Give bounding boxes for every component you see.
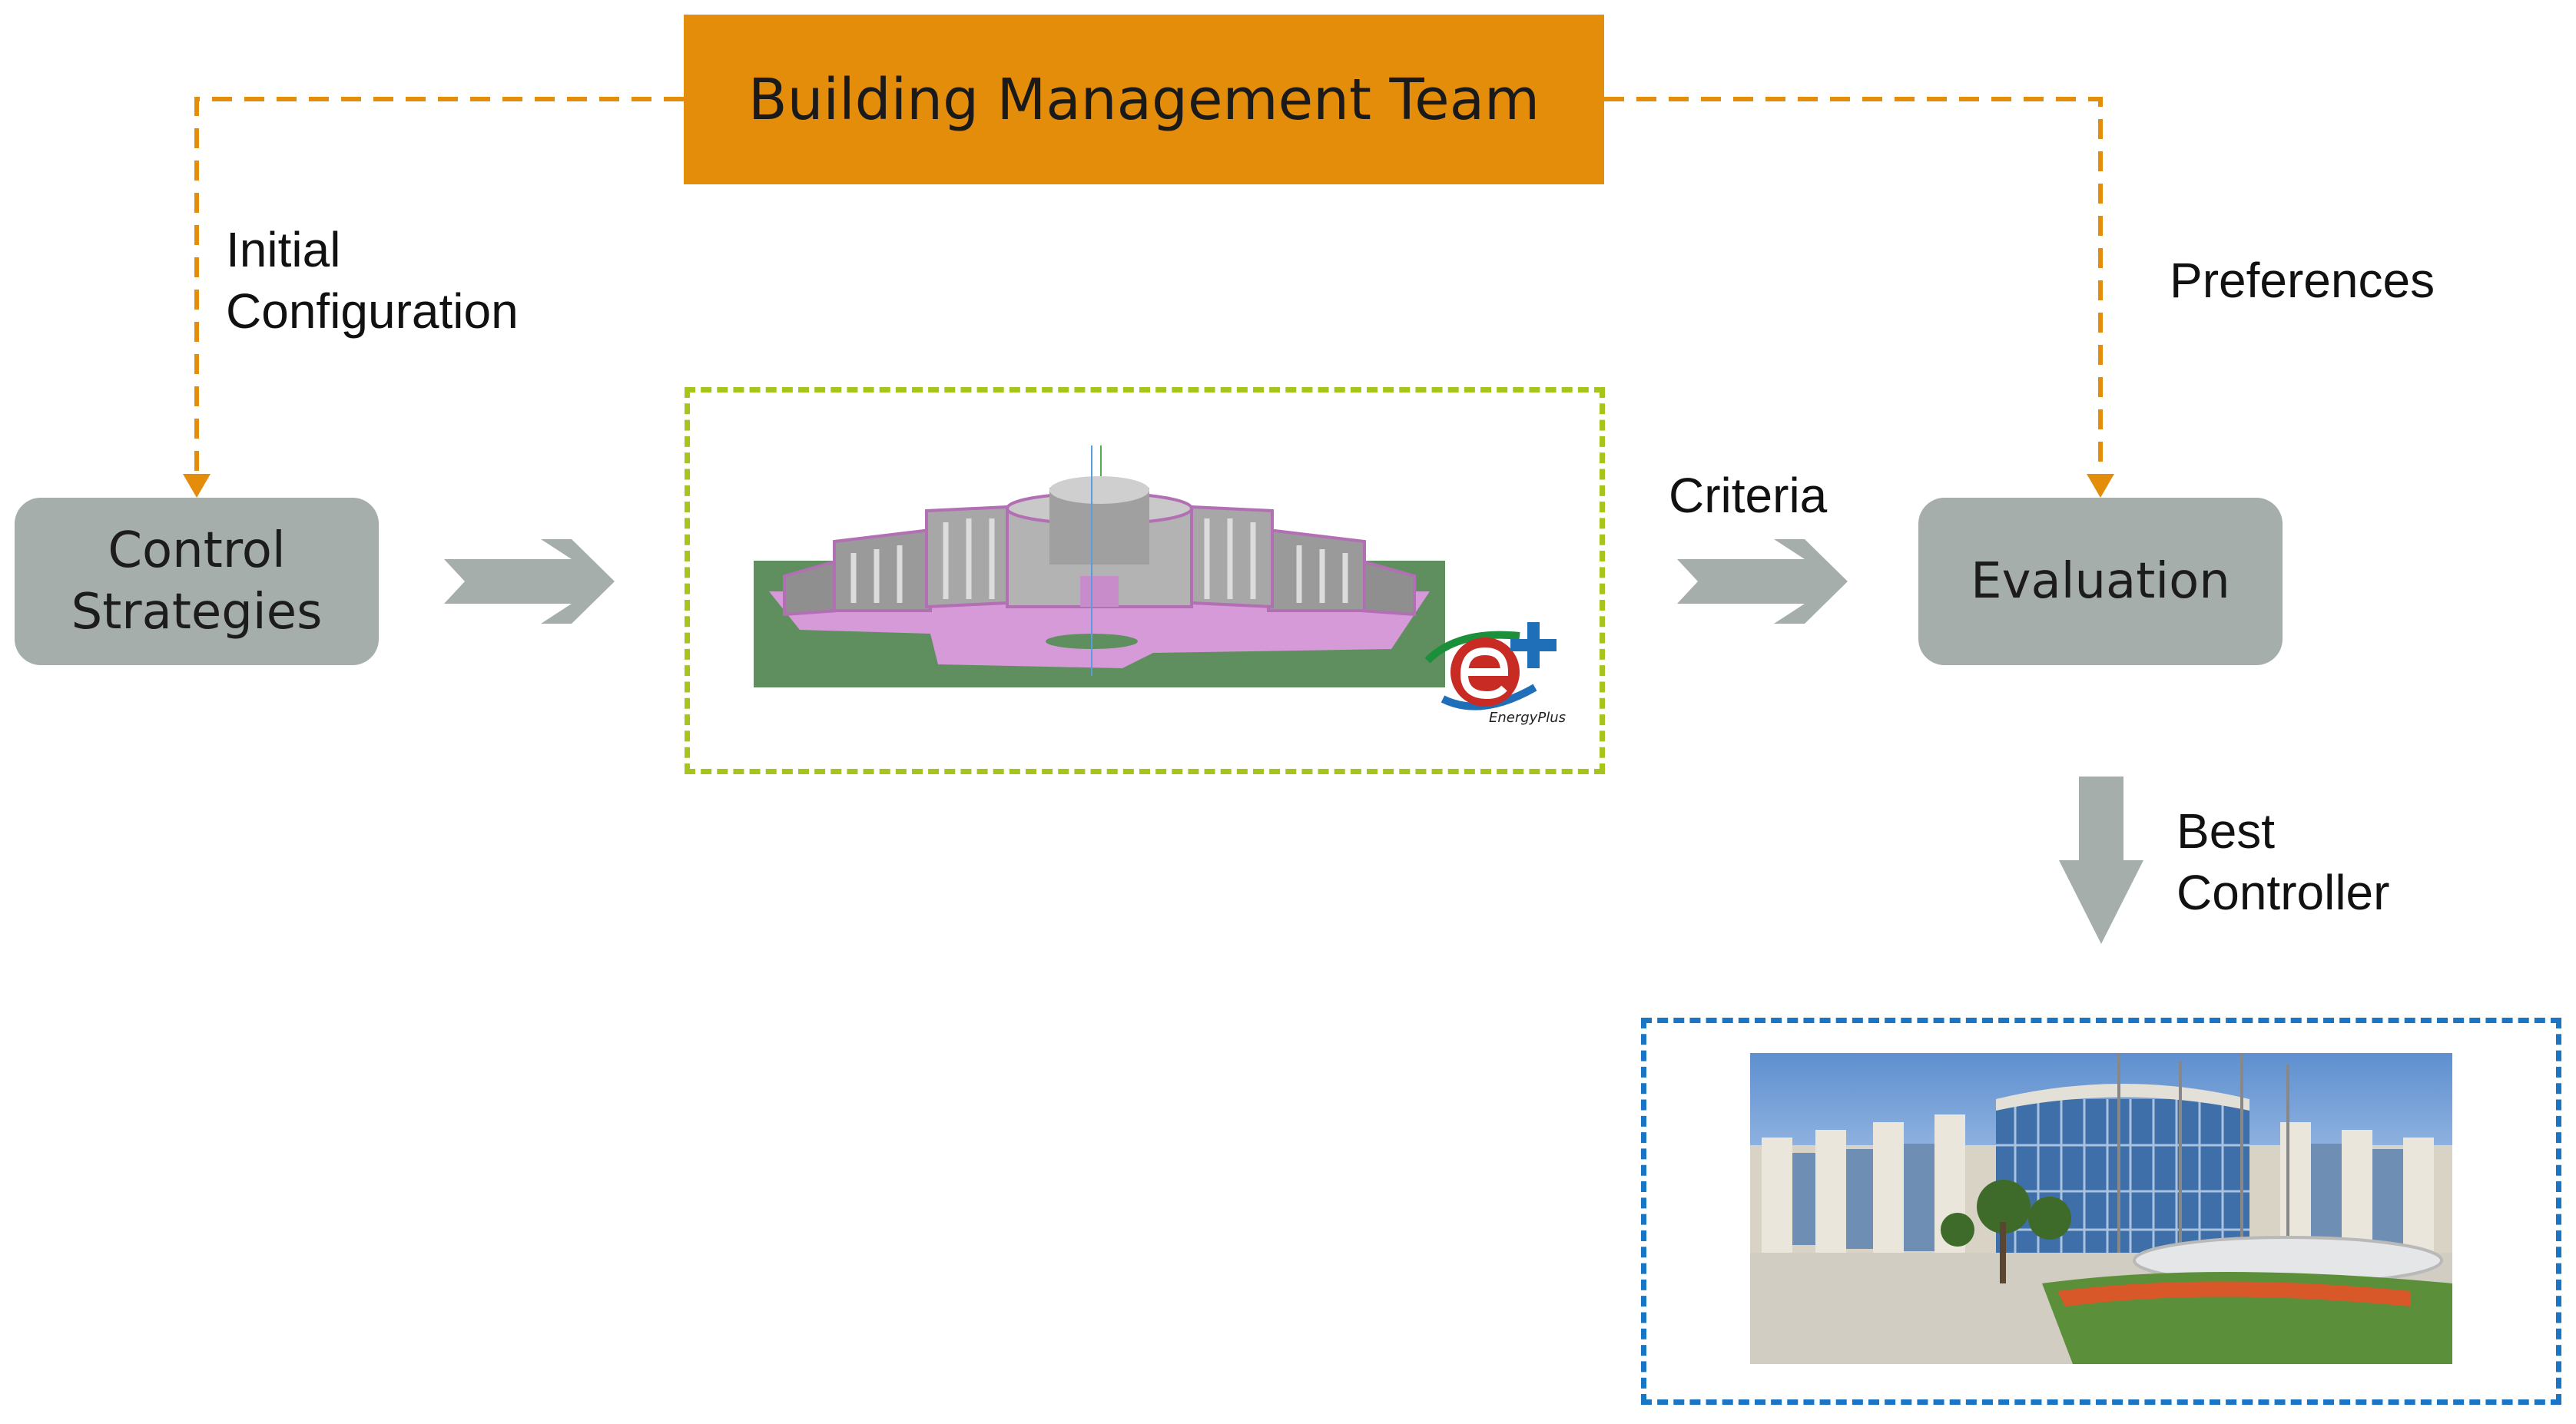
- control-strategies-label: Control Strategies: [71, 522, 323, 641]
- simulation-frame: [685, 387, 1605, 774]
- real-building-frame: [1641, 1018, 2561, 1405]
- initial-configuration-label: Initial Configuration: [226, 222, 519, 339]
- preferences-label: Preferences: [2170, 253, 2435, 308]
- building-energy-model-image: [754, 445, 1445, 687]
- team-to-control-connector: [194, 97, 684, 480]
- evaluation-to-building-arrow: [2059, 777, 2143, 944]
- evaluation-label: Evaluation: [1971, 553, 2230, 610]
- team-to-evaluation-arrowhead: [2087, 474, 2114, 498]
- building-management-team-label: Building Management Team: [748, 66, 1540, 133]
- real-building-photo: [1750, 1053, 2452, 1364]
- team-to-control-arrowhead: [183, 474, 211, 498]
- evaluation-node: Evaluation: [1918, 498, 2283, 665]
- energyplus-logo: EnergyPlus: [1412, 614, 1573, 730]
- simulation-to-evaluation-arrow: [1677, 539, 1848, 624]
- criteria-label: Criteria: [1669, 468, 1828, 523]
- team-to-evaluation-connector: [1604, 97, 2103, 480]
- control-strategies-node: Control Strategies: [15, 498, 379, 665]
- energyplus-logo-text: EnergyPlus: [1489, 710, 1566, 726]
- control-to-simulation-arrow: [444, 539, 615, 624]
- best-controller-label: Best Controller: [2177, 803, 2390, 920]
- building-management-team-box: Building Management Team: [684, 15, 1604, 184]
